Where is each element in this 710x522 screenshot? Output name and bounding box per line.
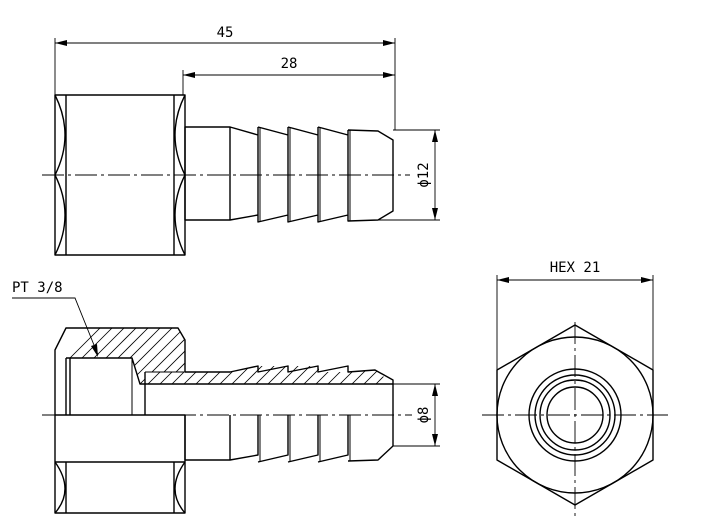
- section-outline: [54, 327, 394, 415]
- section-hatch: [57, 328, 185, 388]
- hex-flat-arc: [174, 174, 186, 256]
- end-view: [482, 322, 668, 518]
- top-view: [42, 94, 410, 256]
- dimension-text: 45: [217, 25, 234, 41]
- dimension-barb-diameter: ϕ12: [378, 129, 440, 221]
- section-view: [42, 327, 412, 514]
- hex-body-outline-lower: [54, 414, 186, 514]
- dimension-text: HEX 21: [550, 260, 601, 276]
- dimension-text: ϕ8: [416, 407, 432, 424]
- dimension-barb-length: 28: [182, 56, 395, 95]
- hex-flat-arc: [54, 174, 66, 256]
- barb-outline: [184, 126, 394, 223]
- hex-flat-arc: [174, 94, 186, 176]
- dimension-hex-size: HEX 21: [496, 260, 654, 370]
- dimension-text: 28: [281, 56, 298, 72]
- dimension-text: ϕ12: [416, 162, 432, 187]
- hex-flat-arc: [174, 461, 186, 514]
- barb-outline-lower: [184, 415, 394, 463]
- thread-callout: PT 3/8: [12, 280, 99, 357]
- hex-flat-arc: [54, 461, 66, 514]
- thread-label: PT 3/8: [12, 280, 63, 296]
- dimension-bore-diameter: ϕ8: [393, 383, 440, 447]
- hex-flat-arc: [54, 94, 66, 176]
- section-hatch: [145, 366, 393, 384]
- dimension-overall-length: 45: [54, 25, 396, 130]
